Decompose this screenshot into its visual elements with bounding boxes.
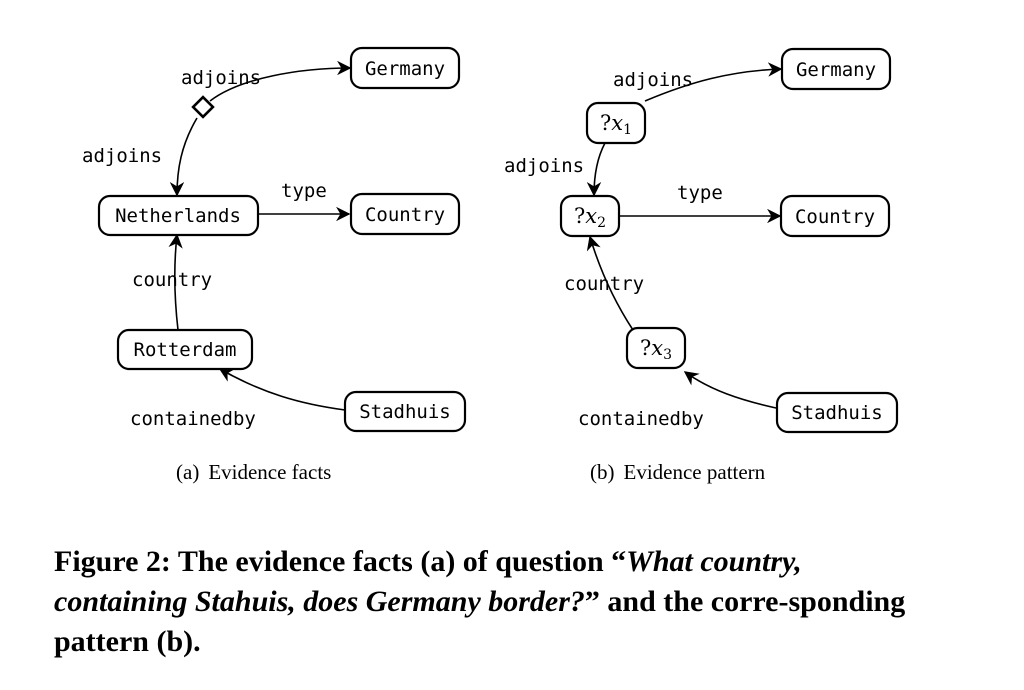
node-b-germany-label: Germany [796,59,876,81]
edge-b-x1-x2 [586,142,606,197]
node-a-stadhuis: Stadhuis [343,390,467,433]
figure-diagram: Germany Netherlands Country Rotterdam St… [82,46,899,484]
edge-label-b-type: type [677,182,723,204]
node-b-x1: ?x1 [585,101,647,145]
edge-b-x3-x2 [586,235,634,331]
edge-label-a-country: country [132,269,212,291]
subcaption-b-text: Evidence pattern [624,460,766,484]
edge-label-a-adjoins-left: adjoins [82,145,162,167]
panel-a: Germany Netherlands Country Rotterdam St… [82,46,467,484]
node-b-country-label: Country [795,206,875,228]
edge-label-b-adjoins-left: adjoins [504,155,584,177]
node-b-x2-label: ?x2 [574,204,606,231]
edge-label-b-country: country [564,273,644,295]
node-b-x3: ?x3 [625,326,687,370]
node-a-rotterdam-label: Rotterdam [134,339,237,361]
blank-node [191,95,215,119]
node-b-x1-label: ?x1 [600,111,632,138]
subcaption-a-text: Evidence facts [208,460,331,484]
edge-a-blank-germany [209,60,352,102]
panel-b: Germany ?x1 ?x2 Country ?x3 Stadhuis adj… [504,47,899,484]
subcaption-a: (a) Evidence facts [176,460,331,484]
edge-a-stadhuis-rotterdam [218,368,346,411]
edge-b-stadhuis-x3 [683,371,777,409]
node-b-germany: Germany [780,47,892,91]
node-a-germany-label: Germany [365,58,445,80]
edge-label-a-containedby: containedby [130,408,256,430]
edge-label-b-containedby: containedby [578,408,704,430]
subcaption-a-label: (a) [176,460,199,484]
subcaption-b-label: (b) [590,460,615,484]
edge-label-a-adjoins-top: adjoins [181,67,261,89]
edge-b-x1-germany [644,62,783,102]
edge-label-a-type: type [281,180,327,202]
caption-question: What country, containing Stahuis, does G… [54,545,802,618]
node-a-country-label: Country [365,204,445,226]
subcaption-b: (b) Evidence pattern [590,460,766,484]
node-b-x2: ?x2 [559,194,621,238]
edge-label-b-adjoins-top: adjoins [613,69,693,91]
node-a-netherlands-label: Netherlands [115,205,241,227]
node-a-stadhuis-label: Stadhuis [359,401,451,423]
node-a-country: Country [349,192,461,236]
node-b-stadhuis: Stadhuis [775,391,899,434]
caption-part1: Figure 2: The evidence facts (a) of ques… [54,545,627,578]
caption-part2: ” and the corre-sponding pattern (b). [54,585,906,658]
node-b-x3-label: ?x3 [640,336,672,363]
node-b-country: Country [779,194,891,238]
node-a-rotterdam: Rotterdam [116,328,254,371]
node-b-stadhuis-label: Stadhuis [791,402,883,424]
figure-caption: Figure 2: The evidence facts (a) of ques… [54,542,934,662]
edge-a-blank-netherlands [169,117,198,197]
node-a-netherlands: Netherlands [97,194,260,237]
node-a-germany: Germany [349,46,461,90]
edge-a-rotterdam-netherlands [168,233,183,331]
